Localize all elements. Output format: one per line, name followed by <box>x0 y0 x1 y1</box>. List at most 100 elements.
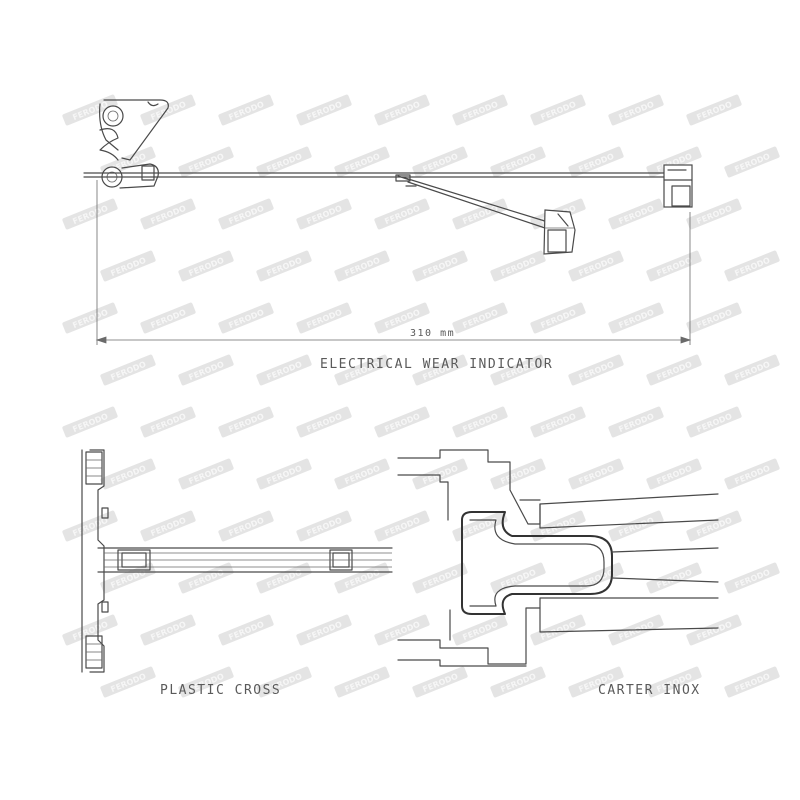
branch-cable <box>395 174 549 229</box>
drawing-title: ELECTRICAL WEAR INDICATOR <box>320 357 553 372</box>
svg-text:FERODO: FERODO <box>265 360 303 382</box>
watermark-logo: FERODO <box>140 302 196 334</box>
watermark-logo: FERODO <box>608 302 664 334</box>
svg-text:FERODO: FERODO <box>577 568 615 590</box>
watermark-logo: FERODO <box>218 406 274 438</box>
watermark-logo: FERODO <box>452 406 508 438</box>
svg-text:FERODO: FERODO <box>343 256 381 278</box>
right-connector <box>663 164 693 208</box>
watermark-logo: FERODO <box>140 406 196 438</box>
svg-text:FERODO: FERODO <box>461 412 499 434</box>
svg-text:FERODO: FERODO <box>421 672 459 694</box>
watermark-logo: FERODO <box>724 146 780 178</box>
svg-text:FERODO: FERODO <box>187 256 225 278</box>
svg-text:FERODO: FERODO <box>71 308 109 330</box>
svg-text:FERODO: FERODO <box>343 152 381 174</box>
svg-text:FERODO: FERODO <box>695 516 733 538</box>
svg-text:FERODO: FERODO <box>577 152 615 174</box>
watermark-logo: FERODO <box>374 406 430 438</box>
plastic-cross-label: PLASTIC CROSS <box>160 683 281 698</box>
watermark-logo: FERODO <box>296 406 352 438</box>
svg-text:FERODO: FERODO <box>71 412 109 434</box>
watermark-logo: FERODO <box>412 458 468 490</box>
svg-text:FERODO: FERODO <box>305 204 343 226</box>
watermark-logo: FERODO <box>100 458 156 490</box>
svg-text:FERODO: FERODO <box>187 464 225 486</box>
svg-text:FERODO: FERODO <box>265 464 303 486</box>
svg-text:FERODO: FERODO <box>149 412 187 434</box>
watermark-logo: FERODO <box>530 614 586 646</box>
watermark-logo: FERODO <box>296 614 352 646</box>
carter-inox-drawing <box>397 449 719 667</box>
svg-text:FERODO: FERODO <box>109 568 147 590</box>
watermark-logo: FERODO <box>568 354 624 386</box>
svg-text:FERODO: FERODO <box>71 204 109 226</box>
watermark-logo: FERODO <box>62 198 118 230</box>
svg-text:FERODO: FERODO <box>617 516 655 538</box>
watermark-logo: FERODO <box>686 406 742 438</box>
watermark-logo: FERODO <box>646 562 702 594</box>
svg-text:FERODO: FERODO <box>187 568 225 590</box>
svg-text:FERODO: FERODO <box>617 412 655 434</box>
svg-text:FERODO: FERODO <box>655 568 693 590</box>
watermark-logo: FERODO <box>296 198 352 230</box>
watermark-logo: FERODO <box>178 354 234 386</box>
svg-text:FERODO: FERODO <box>499 152 537 174</box>
svg-text:FERODO: FERODO <box>733 568 771 590</box>
watermark-logo: FERODO <box>490 562 546 594</box>
watermark-logo: FERODO <box>686 94 742 126</box>
watermark-logo: FERODO <box>452 302 508 334</box>
svg-text:FERODO: FERODO <box>695 412 733 434</box>
svg-text:FERODO: FERODO <box>265 568 303 590</box>
watermark-logo: FERODO <box>686 614 742 646</box>
watermark-logo: FERODO <box>724 250 780 282</box>
svg-text:FERODO: FERODO <box>109 464 147 486</box>
dimension-label: 310 mm <box>410 328 455 339</box>
watermark-logo: FERODO <box>724 354 780 386</box>
svg-text:FERODO: FERODO <box>733 256 771 278</box>
svg-text:FERODO: FERODO <box>227 308 265 330</box>
watermark-logo: FERODO <box>490 666 546 698</box>
svg-text:FERODO: FERODO <box>383 204 421 226</box>
svg-text:FERODO: FERODO <box>149 308 187 330</box>
watermark-logo: FERODO <box>724 666 780 698</box>
svg-text:FERODO: FERODO <box>499 464 537 486</box>
watermark-logo: FERODO <box>452 614 508 646</box>
watermark-logo: FERODO <box>100 666 156 698</box>
svg-text:FERODO: FERODO <box>149 100 187 122</box>
watermark-logo: FERODO <box>62 510 118 542</box>
watermark-logo: FERODO <box>140 614 196 646</box>
svg-text:FERODO: FERODO <box>383 516 421 538</box>
svg-text:FERODO: FERODO <box>343 464 381 486</box>
plastic-cross-drawing: PLASTIC CROSS <box>81 449 393 698</box>
watermark-logo: FERODO <box>686 198 742 230</box>
watermark-logo: FERODO <box>646 458 702 490</box>
svg-text:FERODO: FERODO <box>539 308 577 330</box>
watermark-logo: FERODO <box>178 458 234 490</box>
svg-text:FERODO: FERODO <box>187 360 225 382</box>
watermark-logo: FERODO <box>374 94 430 126</box>
svg-text:FERODO: FERODO <box>461 516 499 538</box>
svg-text:FERODO: FERODO <box>383 412 421 434</box>
svg-text:FERODO: FERODO <box>539 412 577 434</box>
watermark-logo: FERODO <box>62 614 118 646</box>
svg-text:FERODO: FERODO <box>305 308 343 330</box>
watermark-logo: FERODO <box>724 562 780 594</box>
watermark-logo: FERODO <box>256 250 312 282</box>
watermark-logo: FERODO <box>256 458 312 490</box>
watermark-logo: FERODO <box>686 510 742 542</box>
watermark-logo: FERODO <box>296 94 352 126</box>
svg-text:FERODO: FERODO <box>109 672 147 694</box>
watermark-logo: FERODO <box>334 458 390 490</box>
watermark-logo: FERODO <box>334 250 390 282</box>
svg-text:FERODO: FERODO <box>109 360 147 382</box>
watermark-logo: FERODO <box>140 198 196 230</box>
watermark-logo: FERODO <box>530 94 586 126</box>
watermark-logo: FERODO <box>452 94 508 126</box>
watermark-logo: FERODO <box>62 406 118 438</box>
svg-text:FERODO: FERODO <box>499 256 537 278</box>
watermark-logo: FERODO <box>296 302 352 334</box>
main-cable <box>83 172 666 178</box>
svg-text:FERODO: FERODO <box>71 620 109 642</box>
